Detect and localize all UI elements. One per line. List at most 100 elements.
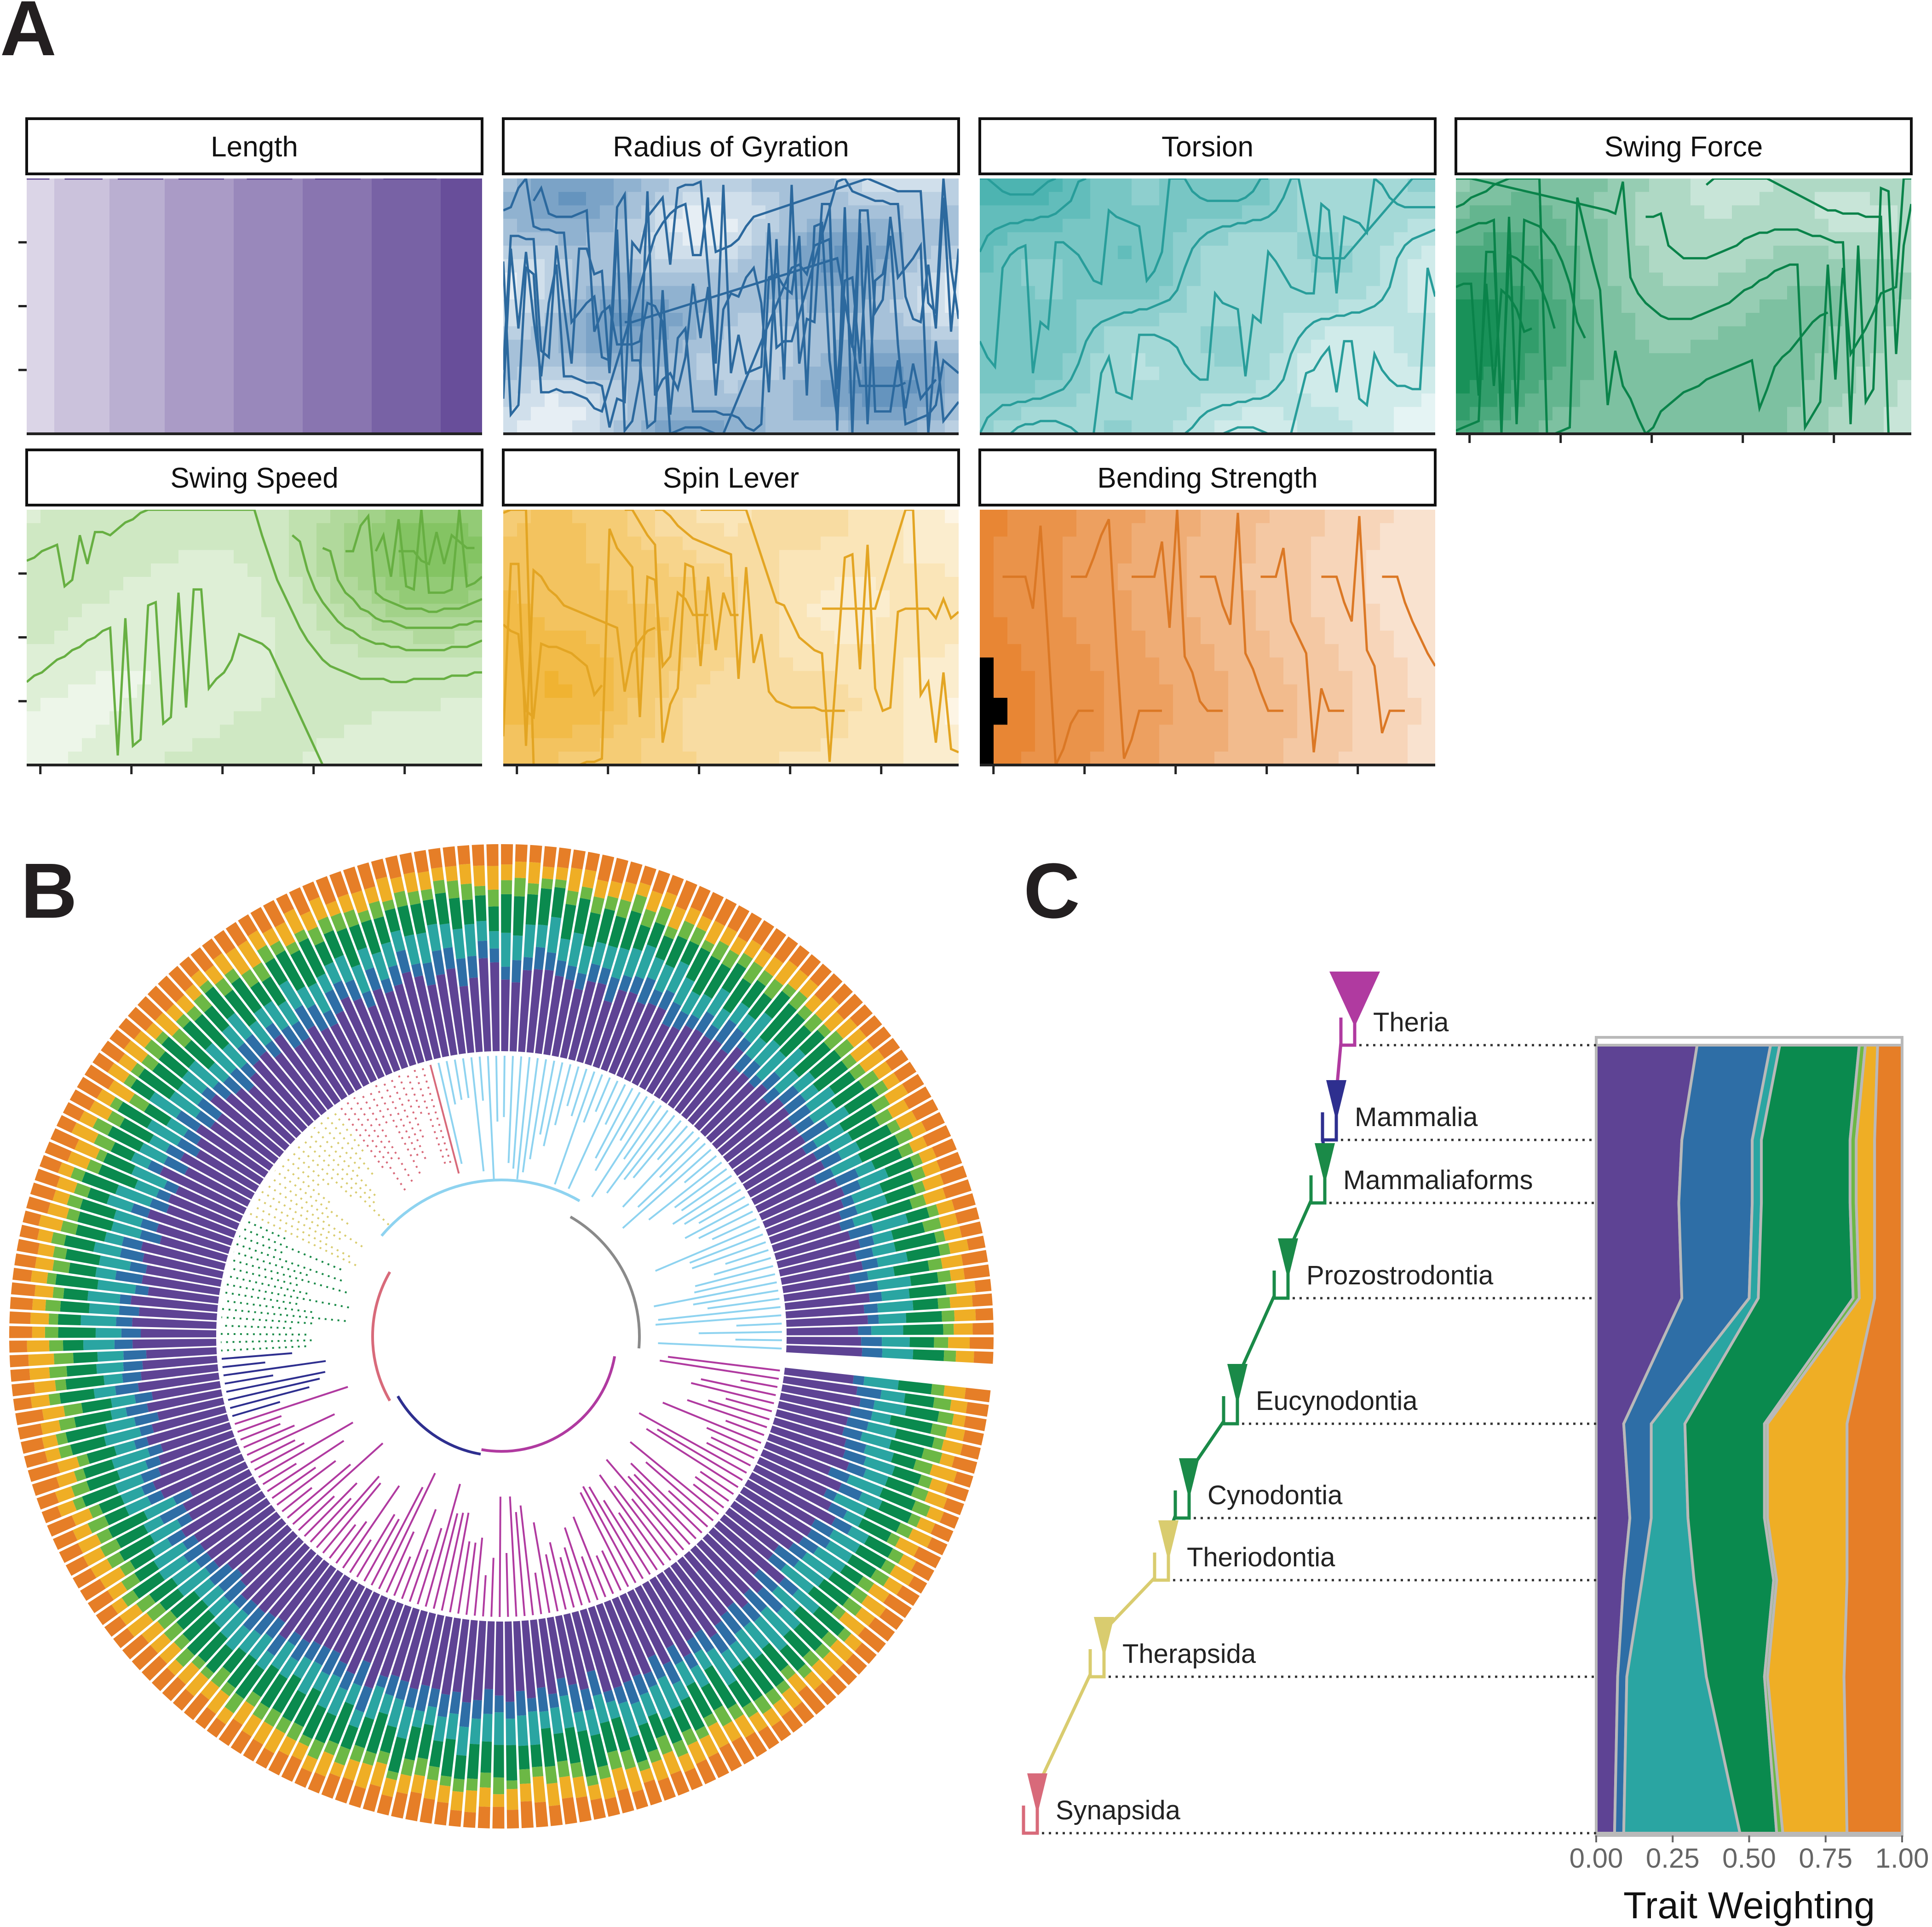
heat-cell bbox=[165, 751, 179, 765]
heat-cell bbox=[1118, 420, 1132, 434]
heat-cell bbox=[1801, 313, 1815, 327]
heat-cell bbox=[710, 697, 724, 712]
tip-bar-segment bbox=[467, 955, 478, 978]
heat-cell bbox=[1421, 366, 1435, 381]
heat-cell bbox=[1297, 751, 1311, 765]
heat-cell bbox=[1380, 299, 1394, 314]
contour-line bbox=[1456, 178, 1828, 434]
heat-cell bbox=[1145, 510, 1160, 524]
heat-cell bbox=[178, 711, 193, 725]
heat-cell bbox=[917, 711, 932, 725]
heat-cell bbox=[862, 523, 876, 537]
heat-cell bbox=[558, 738, 573, 752]
heat-cell bbox=[1352, 630, 1367, 645]
heat-cell bbox=[165, 259, 179, 273]
heat-cell bbox=[27, 326, 41, 340]
heat-cell bbox=[54, 407, 69, 421]
heat-cell bbox=[372, 192, 386, 206]
tip-bar-segment bbox=[661, 892, 678, 910]
heat-cell bbox=[192, 697, 207, 712]
heat-cell bbox=[1201, 178, 1215, 193]
heat-cell bbox=[372, 205, 386, 219]
heat-cell bbox=[220, 577, 234, 591]
heat-cell bbox=[303, 380, 317, 394]
heat-cell bbox=[517, 751, 531, 765]
tip-bar-segment bbox=[717, 1098, 784, 1156]
heat-cell bbox=[1828, 259, 1843, 273]
heat-cell bbox=[572, 617, 586, 631]
heat-cell bbox=[558, 550, 573, 564]
heat-cell bbox=[109, 563, 124, 578]
heat-cell bbox=[980, 697, 994, 712]
heat-cell bbox=[517, 738, 531, 752]
heat-cell bbox=[289, 353, 303, 367]
heat-cell bbox=[641, 178, 656, 193]
facet-plot bbox=[980, 178, 1435, 435]
heat-cell bbox=[683, 644, 697, 658]
heat-cell bbox=[1187, 751, 1201, 765]
contour-line bbox=[1705, 178, 1911, 434]
heat-cell bbox=[82, 178, 96, 193]
heat-cell bbox=[178, 259, 193, 273]
tip-bar-segment bbox=[472, 844, 485, 866]
heat-cell bbox=[96, 510, 110, 524]
heat-cell bbox=[1118, 536, 1132, 551]
tip-bar-segment bbox=[738, 1135, 806, 1183]
heat-cell bbox=[1311, 550, 1325, 564]
heat-cell bbox=[1456, 353, 1470, 367]
heat-cell bbox=[1325, 590, 1339, 604]
heat-cell bbox=[1352, 178, 1367, 193]
heat-cell bbox=[372, 232, 386, 247]
tip-bar-segment bbox=[810, 963, 832, 987]
heat-cell bbox=[779, 590, 794, 604]
heat-cell bbox=[178, 671, 193, 685]
heat-cell bbox=[1325, 510, 1339, 524]
heat-cell bbox=[151, 604, 165, 618]
heat-cell bbox=[503, 523, 518, 537]
heat-cell bbox=[413, 751, 427, 765]
tip-bar-segment bbox=[685, 947, 711, 982]
heat-cell bbox=[917, 550, 932, 564]
heat-cell bbox=[192, 259, 207, 273]
heat-cell bbox=[82, 299, 96, 314]
heat-cell bbox=[1552, 205, 1567, 219]
tip-bar-segment bbox=[867, 1026, 891, 1050]
heat-cell bbox=[793, 420, 807, 434]
heat-cell bbox=[1870, 192, 1884, 206]
heat-cell bbox=[669, 711, 683, 725]
heat-cell bbox=[1366, 232, 1380, 247]
tip-bar-segment bbox=[809, 1050, 841, 1080]
facet-title: Bending Strength bbox=[1097, 462, 1317, 494]
heat-cell bbox=[151, 510, 165, 524]
heat-cell bbox=[1076, 510, 1091, 524]
tip-bar-segment bbox=[786, 1337, 862, 1346]
heat-cell bbox=[1352, 644, 1367, 658]
heat-cell bbox=[275, 604, 289, 618]
heat-cell bbox=[427, 630, 441, 645]
heat-cell bbox=[1594, 232, 1608, 247]
heat-cell bbox=[68, 205, 82, 219]
heat-cell bbox=[1145, 420, 1160, 434]
contour-line bbox=[374, 510, 482, 594]
tip-bar-segment bbox=[691, 994, 712, 1019]
heat-cell bbox=[1049, 259, 1063, 273]
heat-cell bbox=[275, 510, 289, 524]
facet-strip bbox=[978, 117, 1437, 175]
heat-cell bbox=[558, 684, 573, 698]
heat-cell bbox=[1311, 536, 1325, 551]
heat-cell bbox=[399, 286, 414, 300]
heat-cell bbox=[1090, 205, 1104, 219]
heat-cell bbox=[1622, 299, 1636, 314]
heat-cell bbox=[807, 299, 821, 314]
heat-cell bbox=[1035, 232, 1049, 247]
heat-cell bbox=[206, 536, 220, 551]
heat-cell bbox=[1159, 523, 1173, 537]
heat-cell bbox=[1090, 657, 1104, 672]
heat-cell bbox=[330, 711, 345, 725]
heat-cell bbox=[1270, 604, 1284, 618]
heat-cell bbox=[165, 272, 179, 287]
heat-cell bbox=[303, 259, 317, 273]
heat-cell bbox=[109, 246, 124, 260]
heat-cell bbox=[1201, 286, 1215, 300]
heat-cell bbox=[96, 671, 110, 685]
